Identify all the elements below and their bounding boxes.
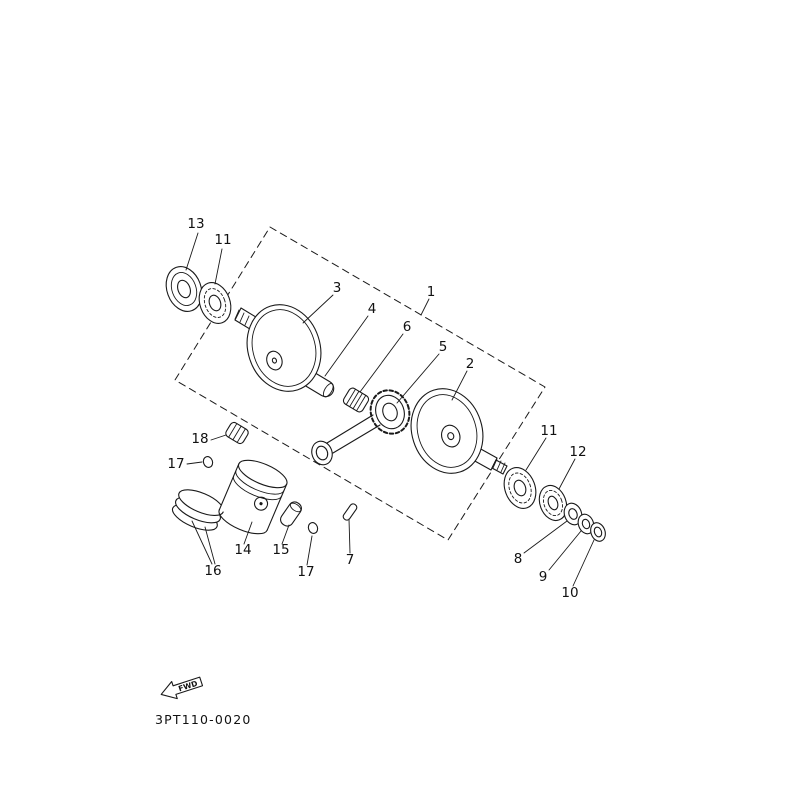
circlip-17-bottom xyxy=(307,522,319,534)
leader-line xyxy=(306,535,313,566)
thread-line xyxy=(239,312,245,323)
callout-11-right: 11 xyxy=(540,423,557,439)
leader-line xyxy=(186,461,203,465)
pin-hole xyxy=(253,496,269,511)
callout-8: 8 xyxy=(514,551,523,567)
bearing-11-right xyxy=(503,467,537,509)
callout-16: 16 xyxy=(204,563,221,579)
piston-pin-15 xyxy=(280,501,302,527)
ring-groove xyxy=(232,475,283,501)
callout-17-bottom: 17 xyxy=(297,564,314,580)
leader-line xyxy=(572,539,595,587)
pin-hole-center xyxy=(259,502,263,506)
leader-line xyxy=(396,353,440,404)
web-outline xyxy=(410,388,484,474)
small-end-bearing-18 xyxy=(225,421,249,445)
big-end-washer-5 xyxy=(369,389,411,435)
callout-12: 12 xyxy=(569,444,586,460)
rod-small-end xyxy=(311,440,333,466)
thread-line xyxy=(492,458,498,469)
callout-10: 10 xyxy=(561,585,578,601)
leader-line xyxy=(359,333,404,393)
leader-line xyxy=(420,298,430,316)
leader-line xyxy=(523,520,568,554)
leader-line xyxy=(204,526,216,565)
leader-line xyxy=(302,294,334,324)
callout-13: 13 xyxy=(187,216,204,232)
fwd-arrow: FWD xyxy=(160,676,204,700)
callouts: 13 11 3 4 1 6 5 2 18 17 14 16 15 17 7 11… xyxy=(167,216,586,601)
oil-seal-13 xyxy=(165,266,203,312)
leader-line xyxy=(210,434,227,441)
dowel-pin-7 xyxy=(342,503,358,521)
piston-rings-16 xyxy=(171,489,225,531)
callout-1: 1 xyxy=(427,284,436,300)
web-pin-hole-center xyxy=(271,357,278,364)
leader-line xyxy=(243,521,253,545)
thread-line xyxy=(234,309,240,320)
crank-web-right xyxy=(410,388,508,475)
callout-18: 18 xyxy=(191,431,208,447)
callout-9: 9 xyxy=(539,569,548,585)
diagram-code: 3PT110-0020 xyxy=(155,712,252,727)
connecting-rod xyxy=(311,389,411,466)
rod-shank xyxy=(332,424,381,454)
leader-lines xyxy=(185,232,595,587)
leader-line xyxy=(525,437,547,471)
bearing-12 xyxy=(538,484,568,522)
callout-6: 6 xyxy=(403,319,412,335)
web-outline xyxy=(246,304,322,392)
thread-line xyxy=(500,462,506,473)
leader-line xyxy=(548,530,582,571)
dashed-assembly-box xyxy=(174,226,546,541)
washer-9 xyxy=(577,513,595,535)
callout-7: 7 xyxy=(346,552,355,568)
fwd-label: FWD xyxy=(177,679,198,694)
crank-web-left xyxy=(234,304,322,392)
web-rim xyxy=(416,394,478,468)
ring-groove xyxy=(235,469,285,495)
callout-2: 2 xyxy=(466,356,475,372)
washer-8 xyxy=(563,502,583,526)
callout-4: 4 xyxy=(368,301,377,317)
right-shaft-thread xyxy=(491,459,508,475)
leader-line xyxy=(558,458,576,490)
callout-17-top: 17 xyxy=(167,456,184,472)
web-hub-center xyxy=(447,432,455,441)
leader-line xyxy=(185,232,199,271)
callout-11-left: 11 xyxy=(214,232,231,248)
nut-10 xyxy=(590,522,606,542)
rod-shank xyxy=(326,414,374,444)
callout-14: 14 xyxy=(234,542,251,558)
callout-5: 5 xyxy=(439,339,448,355)
callout-15: 15 xyxy=(272,542,289,558)
thread-line xyxy=(244,315,250,326)
web-hub xyxy=(440,424,461,448)
thread-line xyxy=(496,460,502,471)
web-pin-hole xyxy=(266,350,283,371)
leader-line xyxy=(348,518,351,554)
leader-line xyxy=(451,370,468,401)
fwd-arrow-shape xyxy=(160,676,204,700)
leader-line xyxy=(281,524,290,545)
piston-14 xyxy=(218,459,288,535)
leader-line xyxy=(214,248,223,285)
leader-line xyxy=(191,520,213,565)
bearing-11-left xyxy=(198,282,232,324)
circlip-17-top xyxy=(202,456,214,468)
needle-bearing-6 xyxy=(342,387,370,413)
leader-line xyxy=(324,315,369,377)
callout-3: 3 xyxy=(333,280,342,296)
